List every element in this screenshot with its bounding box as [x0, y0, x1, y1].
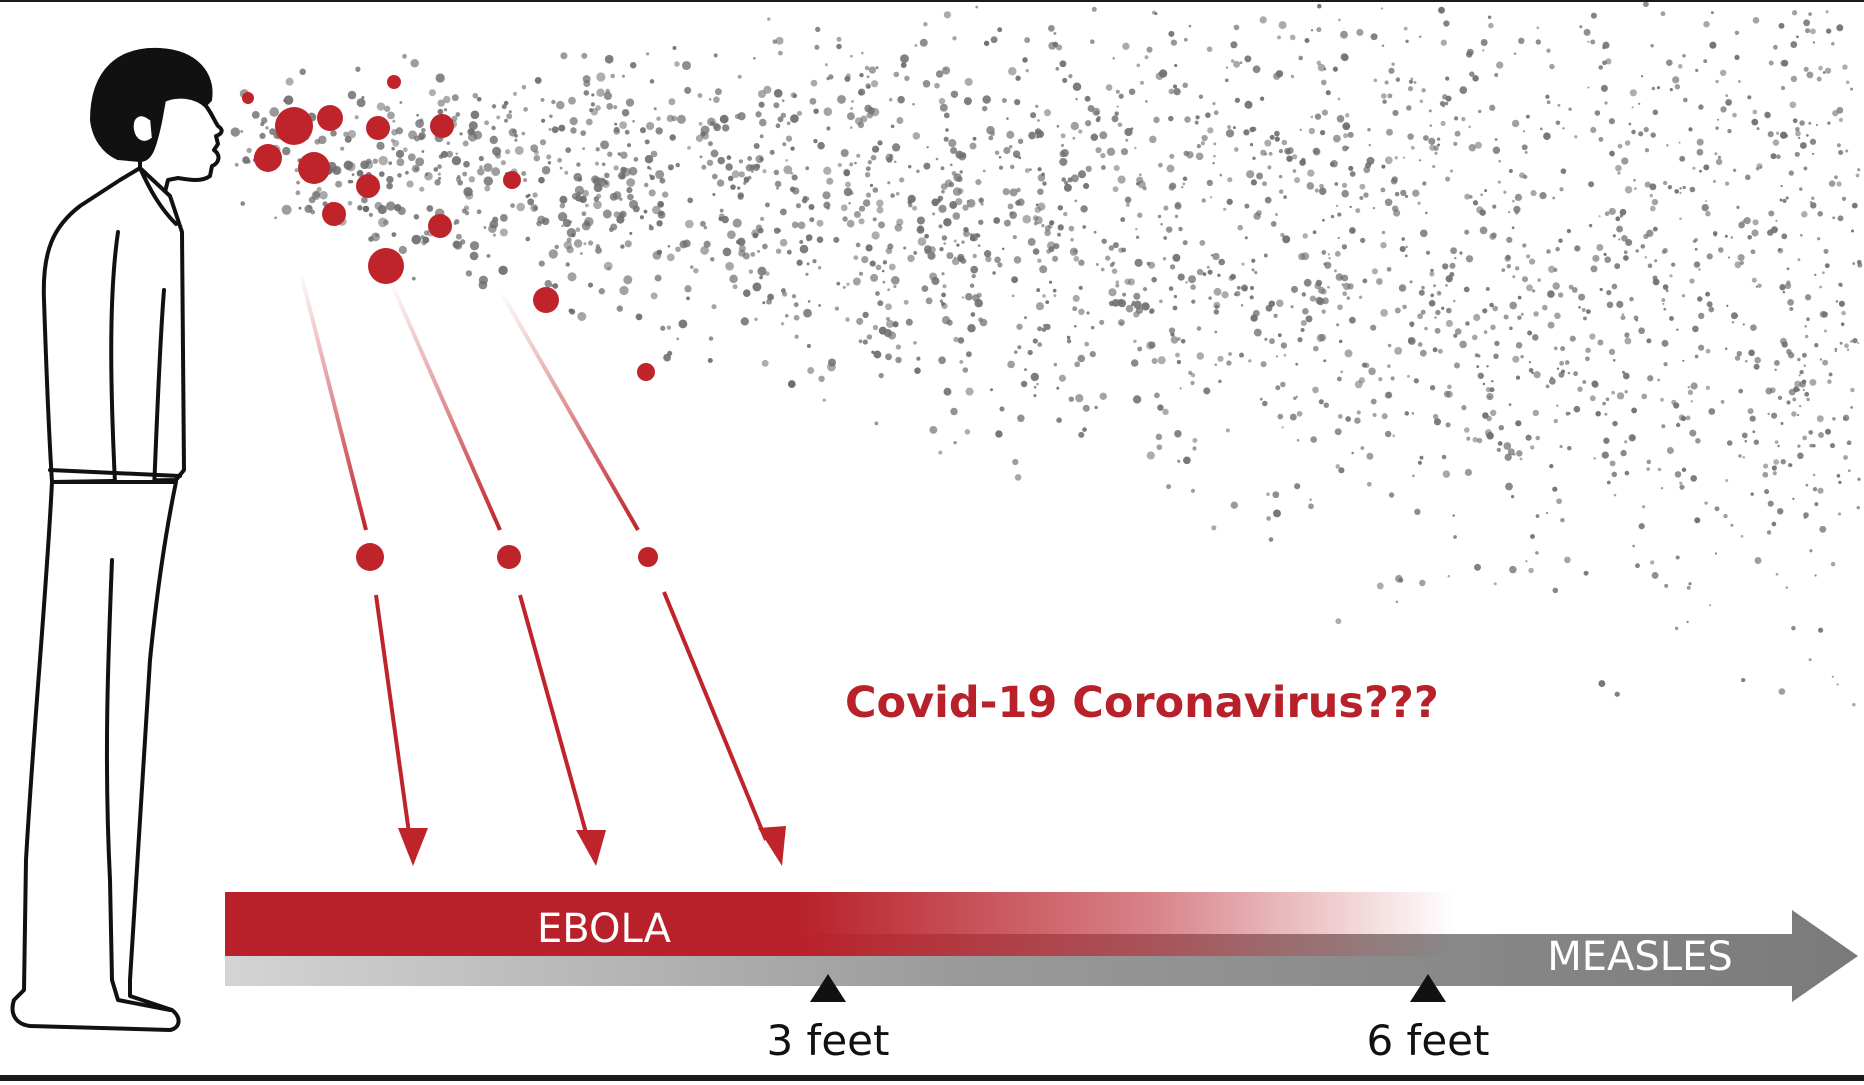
red-droplet [387, 75, 401, 89]
red-droplet [242, 92, 254, 104]
bottom-border [0, 1075, 1864, 1081]
red-droplet [503, 171, 521, 189]
marker-3-feet-label: 3 feet [766, 1016, 889, 1065]
distance-markers: 3 feet 6 feet [766, 974, 1489, 1065]
red-droplet [322, 202, 346, 226]
falling-droplet [638, 547, 658, 567]
measles-label: MEASLES [1547, 934, 1733, 980]
red-droplet [366, 116, 390, 140]
arrow-down-icon [398, 828, 428, 866]
large-droplets [242, 75, 655, 381]
red-droplet [275, 107, 313, 145]
red-droplet [298, 152, 330, 184]
falling-droplet [497, 545, 521, 569]
person-silhouette-icon [13, 50, 222, 1030]
ebola-label: EBOLA [537, 906, 672, 952]
ebola-range-bar [225, 892, 1725, 956]
arrow-down-icon [758, 826, 786, 866]
aerosol-cloud [231, 1, 1863, 706]
red-droplet [368, 248, 404, 284]
marker-6-feet-label: 6 feet [1366, 1016, 1489, 1065]
red-droplet [637, 363, 655, 381]
red-droplet [254, 144, 282, 172]
red-droplet [533, 287, 559, 313]
red-droplet [317, 105, 343, 131]
trajectory-arrow-2 [390, 280, 606, 866]
question-label: Covid-19 Coronavirus??? [845, 678, 1439, 728]
red-droplet [356, 174, 380, 198]
trajectory-arrow-1 [300, 270, 428, 866]
red-droplet [430, 114, 454, 138]
distance-scale: EBOLA MEASLES [225, 892, 1858, 1002]
top-border [0, 0, 1864, 2]
droplet-trajectories [300, 270, 786, 866]
red-droplet [428, 214, 452, 238]
arrow-down-icon [576, 830, 606, 866]
falling-droplet [356, 543, 384, 571]
